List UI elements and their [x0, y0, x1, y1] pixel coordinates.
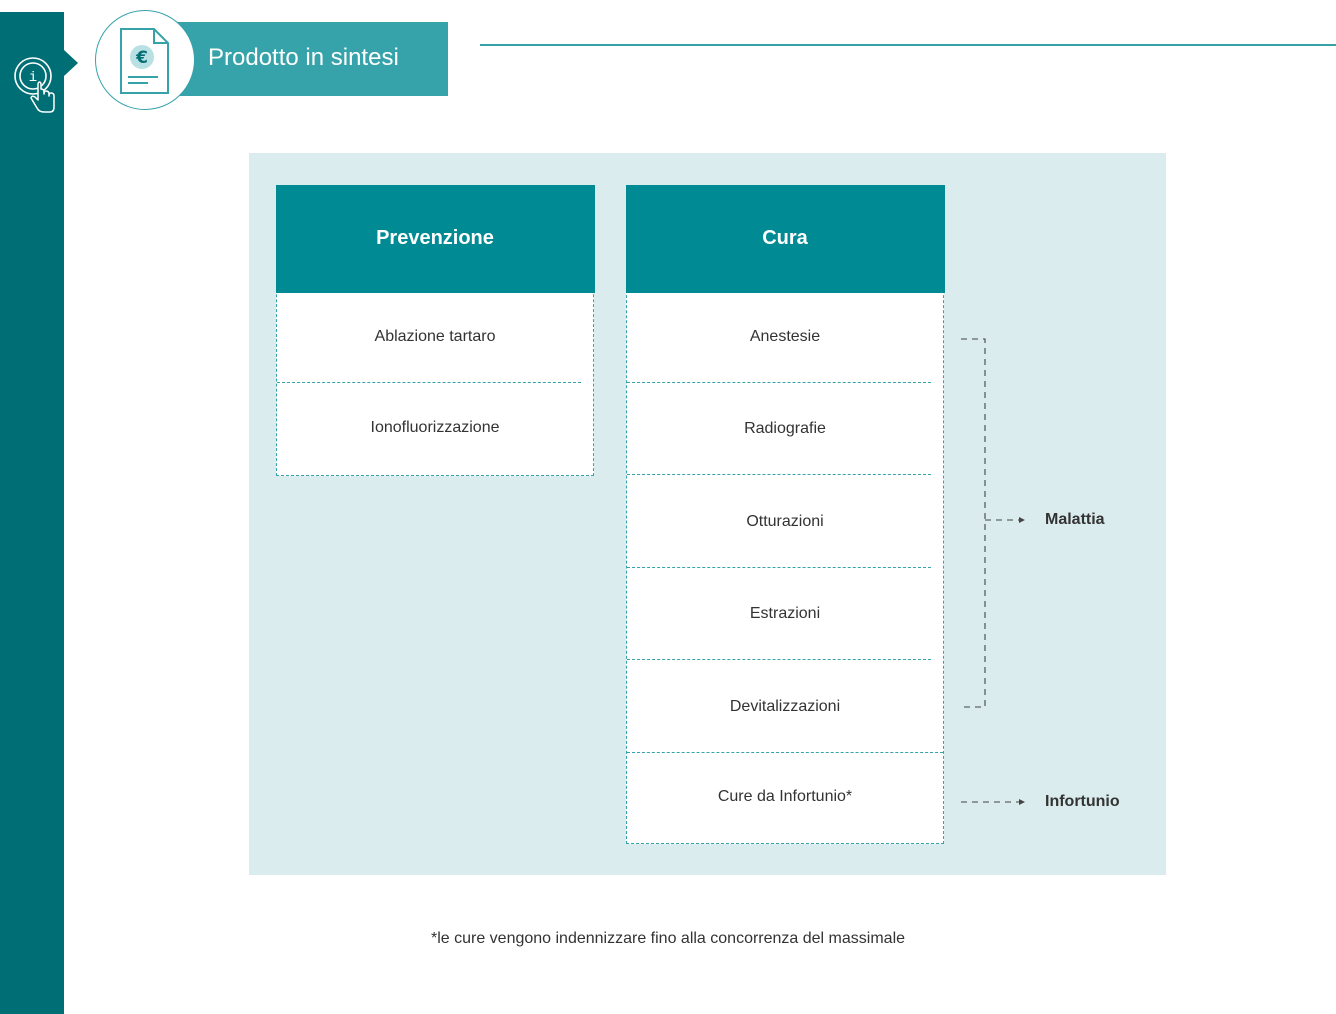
footnote: *le cure vengono indennizzare fino alla …: [430, 930, 906, 947]
svg-text:i: i: [29, 70, 37, 86]
row-separator: [627, 659, 931, 660]
page-title: Prodotto in sintesi: [208, 44, 399, 71]
malattia-arrowhead: [1019, 517, 1025, 523]
cura-item: Cure da Infortunio*: [717, 788, 853, 805]
sidebar-notch: [64, 50, 78, 76]
svg-text:€: €: [135, 48, 148, 68]
sidebar: i: [0, 12, 64, 1014]
infortunio-arrowhead: [1019, 799, 1025, 805]
outcome-connectors: [961, 338, 1025, 805]
row-separator: [627, 382, 931, 383]
row-separator: [627, 567, 931, 568]
prevenzione-header: Prevenzione: [275, 184, 595, 293]
row-separator: [277, 382, 581, 383]
cura-column: Cura Anestesie Radiografie Otturazioni E…: [625, 184, 945, 844]
malattia-bracket: [961, 338, 986, 708]
cura-item: Devitalizzazioni: [729, 698, 841, 715]
row-separator: [627, 474, 931, 475]
header-divider: [480, 44, 1336, 46]
prevenzione-item: Ablazione tartaro: [374, 328, 496, 345]
cura-item: Estrazioni: [749, 605, 821, 622]
prevenzione-item: Ionofluorizzazione: [370, 419, 500, 436]
cura-header: Cura: [625, 184, 945, 293]
euro-document-icon: €: [120, 28, 169, 94]
touch-info-icon[interactable]: i: [8, 52, 58, 118]
infortunio-label: Infortunio: [1045, 793, 1120, 810]
prevenzione-column: Prevenzione Ablazione tartaro Ionofluori…: [275, 184, 595, 476]
cura-item: Anestesie: [749, 328, 821, 345]
document-badge: €: [95, 10, 195, 110]
cura-item: Radiografie: [744, 420, 826, 437]
malattia-label: Malattia: [1045, 511, 1105, 528]
cura-item: Otturazioni: [746, 513, 824, 530]
row-separator: [627, 752, 943, 753]
